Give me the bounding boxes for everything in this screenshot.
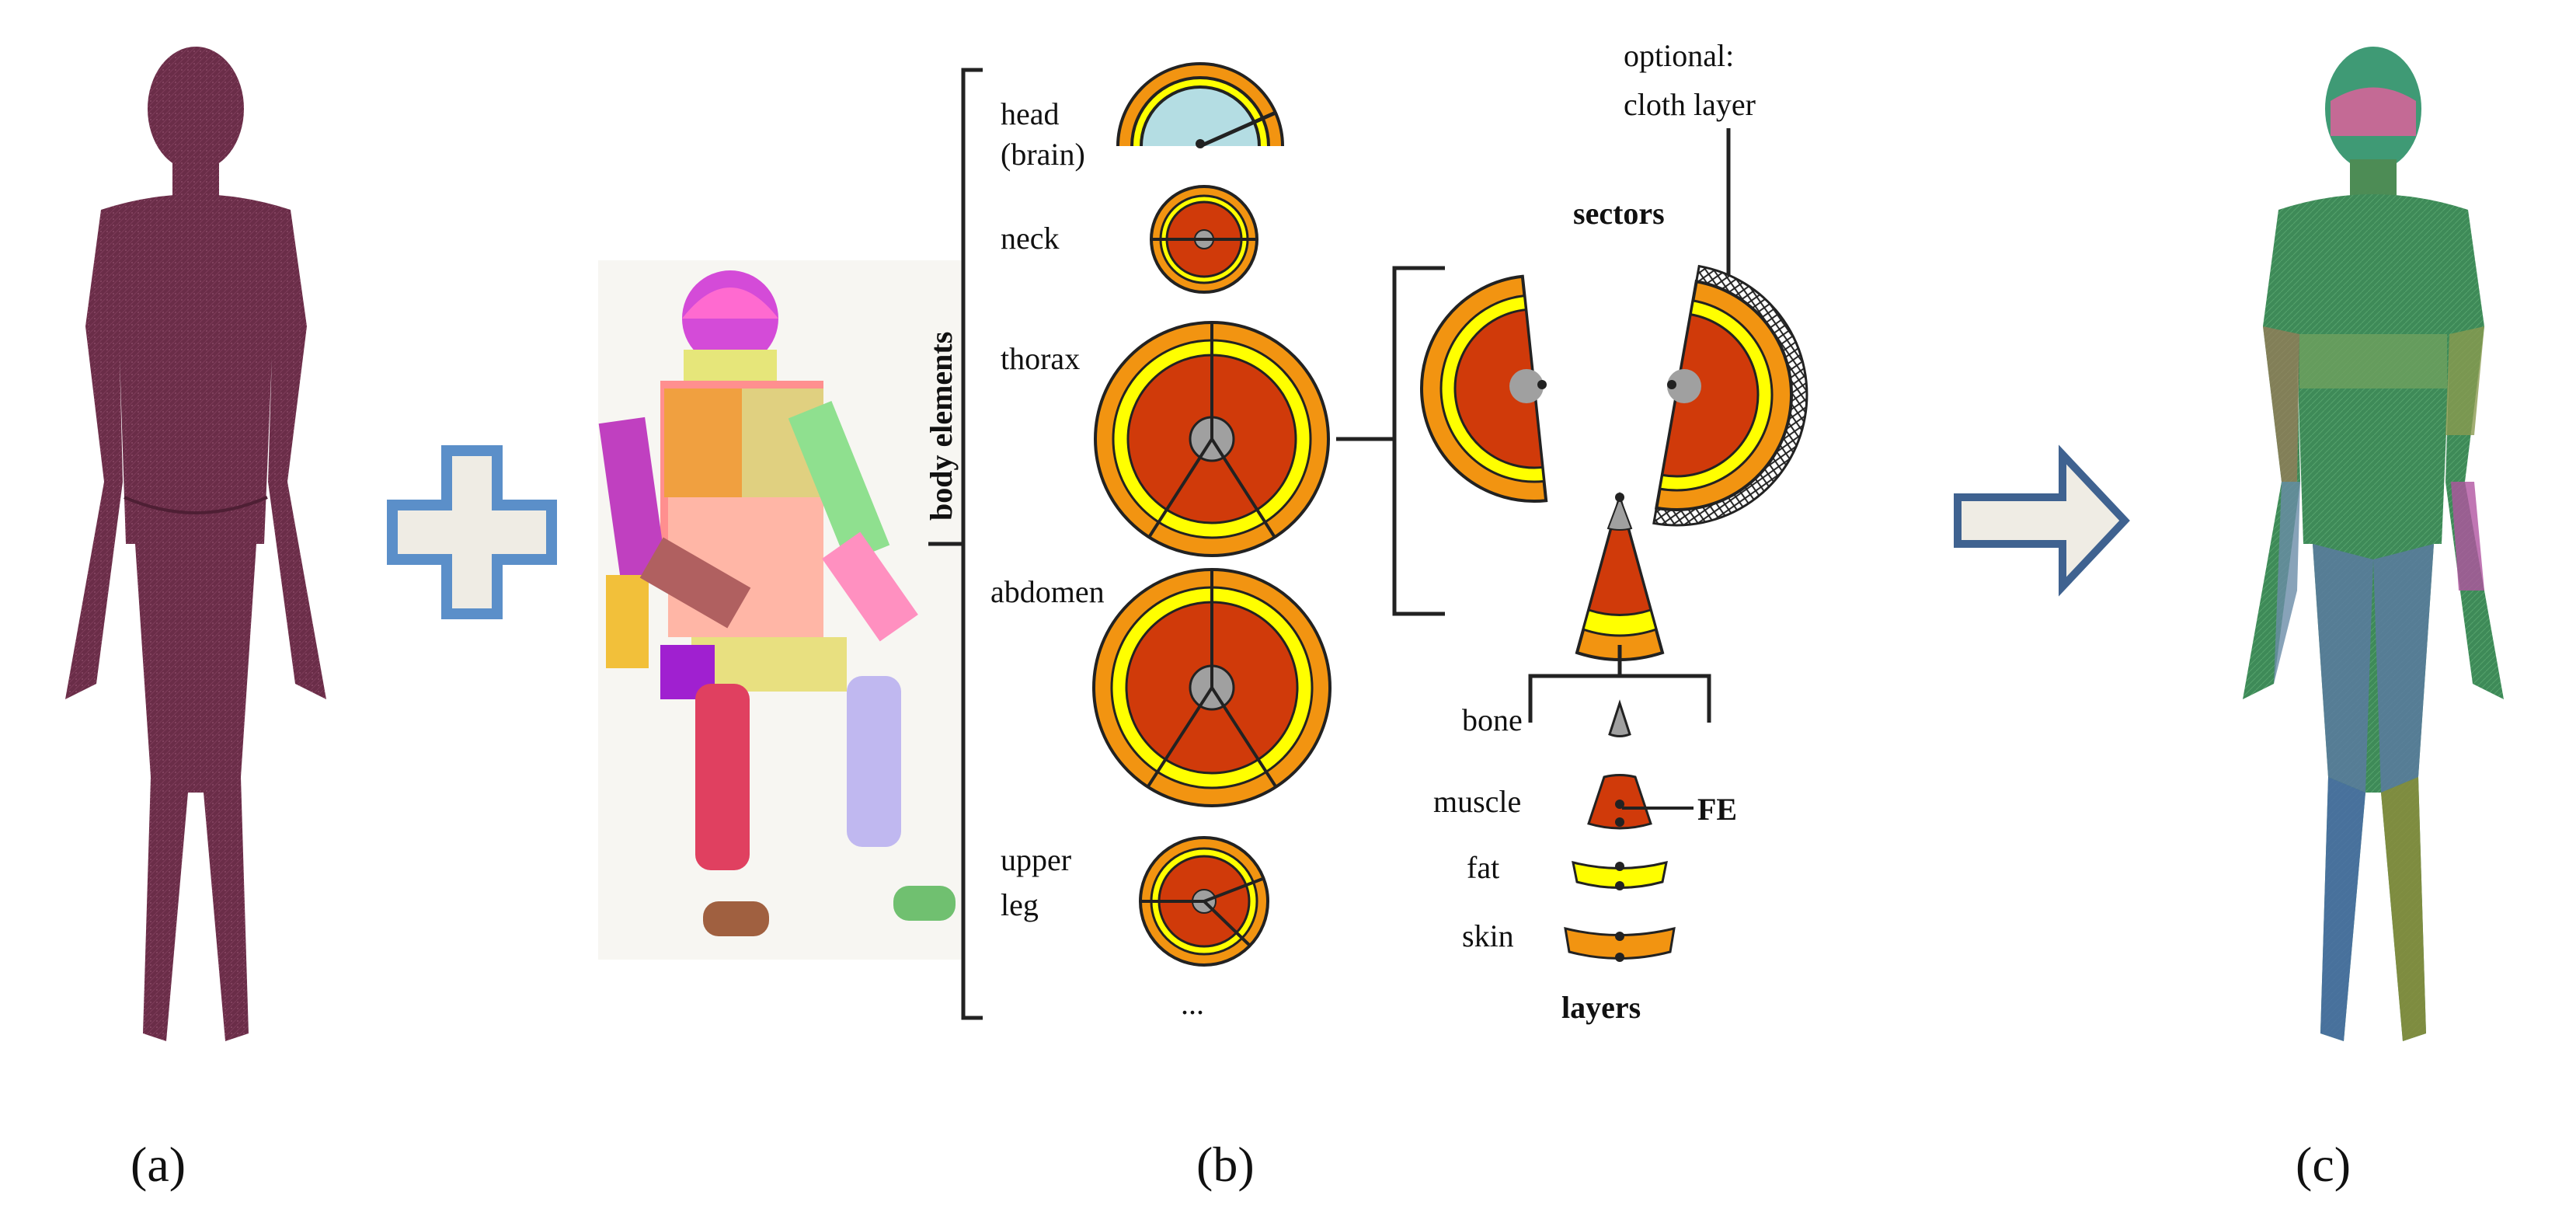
cloth-layer-label: cloth layer [1624,87,1756,122]
sector-left [1420,274,1548,503]
right-arrow-icon [1954,444,2130,597]
plus-icon [387,445,557,619]
thorax-cross-section [1094,321,1330,557]
label-ellipsis: ... [1181,986,1204,1021]
layer-bone-label: bone [1462,702,1523,737]
layer-skin-shape [1564,927,1676,962]
label-upper: upper [1001,842,1071,877]
abdomen-cross-section [1092,568,1332,807]
sectors-bracket [1392,266,1445,616]
label-neck: neck [1001,221,1060,256]
label-brain: (brain) [1001,137,1085,172]
layer-bone-shape [1608,699,1631,737]
head-cross-section [1116,62,1284,148]
layer-fat-label: fat [1467,850,1499,885]
panel-a-body-mesh [65,47,326,1041]
layer-muscle-label: muscle [1433,784,1521,819]
neck-cross-section [1150,185,1258,294]
sector-bottom [1575,491,1665,661]
layer-muscle-shape [1587,774,1694,830]
segment-model-figure [598,260,963,960]
caption-c: (c) [2296,1137,2351,1192]
optional-label: optional: [1624,38,1734,73]
label-thorax: thorax [1001,341,1080,376]
layer-fat-shape [1572,860,1668,890]
label-abdomen: abdomen [990,574,1105,609]
caption-a: (a) [131,1137,186,1192]
body-elements-label: body elements [924,332,959,521]
sectors-label: sectors [1573,196,1665,231]
sector-right [1652,264,1808,527]
panel-c-segmented-body [2243,47,2504,1041]
label-head: head [1001,96,1060,131]
layers-label: layers [1561,990,1641,1025]
layer-skin-label: skin [1462,918,1514,953]
fe-label: FE [1697,792,1737,827]
label-leg: leg [1001,887,1039,922]
upper-leg-cross-section [1139,836,1269,967]
body-elements-bracket: body elements [924,68,983,1020]
caption-b: (b) [1196,1137,1255,1192]
layers-tree [1528,645,1711,723]
